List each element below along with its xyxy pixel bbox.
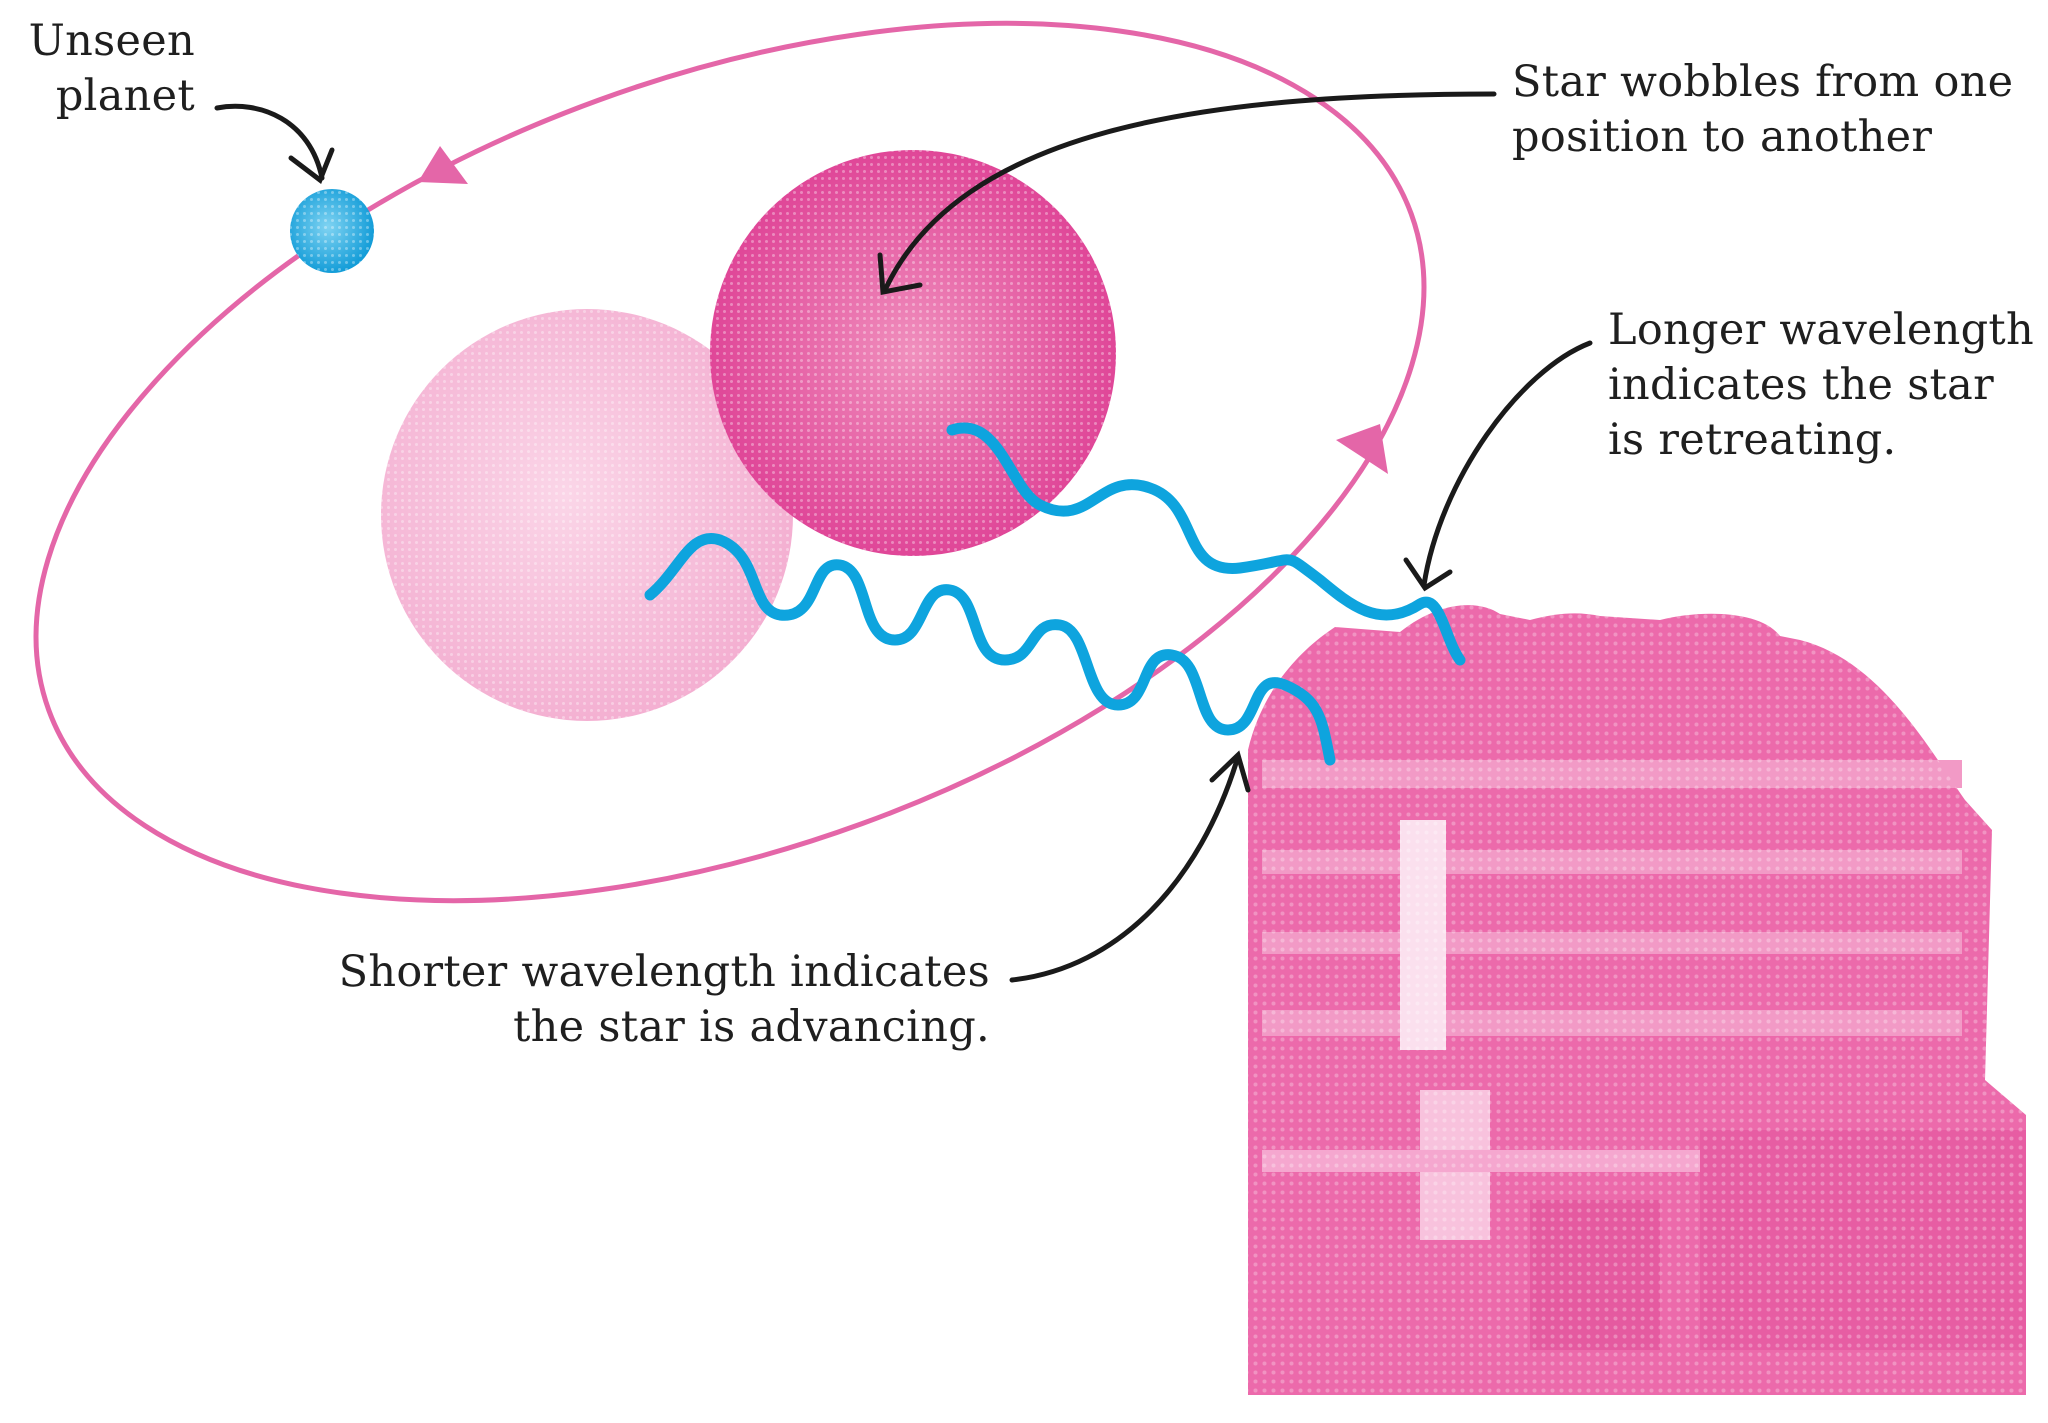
wobble-pointer-arrow xyxy=(877,91,1497,295)
planet-label-line: planet xyxy=(55,71,195,121)
orbit xyxy=(33,20,1427,904)
planet-label-line: Unseen xyxy=(28,16,195,66)
longer-pointer-arrow xyxy=(1403,340,1593,592)
shorter-label-line: the star is advancing. xyxy=(513,1002,990,1052)
light-wave-longer xyxy=(946,422,1466,666)
longer-wavelength-label: Longer wavelength indicates the star is … xyxy=(1608,303,2034,468)
shorter-wavelength-label: Shorter wavelength indicates the star is… xyxy=(290,945,990,1055)
star-previous-position xyxy=(381,309,793,721)
longer-label-line: Longer wavelength xyxy=(1608,305,2035,355)
shorter-pointer-arrow xyxy=(1009,750,1251,983)
planet-pointer-arrow xyxy=(214,103,335,184)
star-icon xyxy=(710,150,1116,556)
light-wave-shorter xyxy=(644,532,1336,766)
wobble-label-line: position to another xyxy=(1512,112,1933,162)
planet-icon xyxy=(290,189,374,273)
wobble-label-line: Star wobbles from one xyxy=(1512,57,2014,107)
planet-label: Unseen planet xyxy=(20,14,195,124)
longer-label-line: indicates the star xyxy=(1608,360,1994,410)
shorter-label-line: Shorter wavelength indicates xyxy=(338,947,990,997)
telescope-dome-icon xyxy=(1248,605,2026,1395)
wobble-label: Star wobbles from one position to anothe… xyxy=(1512,55,2013,165)
orbit-direction-arrow xyxy=(418,146,468,184)
orbit-direction-arrow xyxy=(1336,424,1388,474)
longer-label-line: is retreating. xyxy=(1608,415,1897,465)
